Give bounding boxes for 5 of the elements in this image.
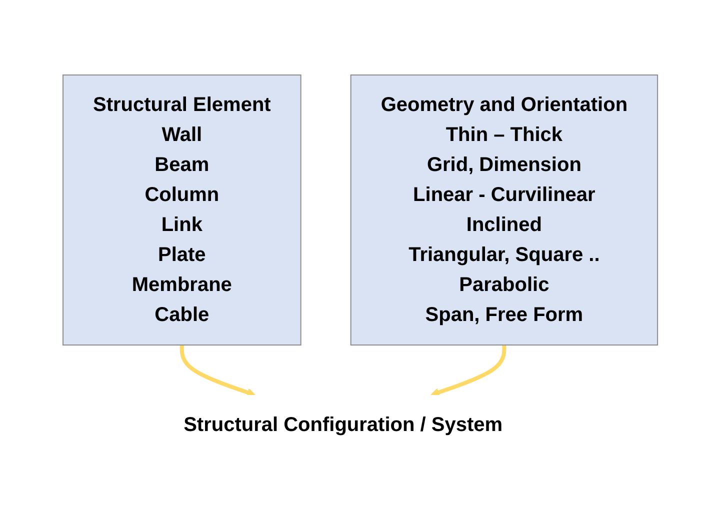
node-box: Geometry and Orientation Thin – Thick Grid, Dimension Linear - Curvilinear Inclined Triangular, Square .. Parabolic Span, Free Form (350, 74, 658, 346)
arrow (180, 345, 256, 397)
arrow (430, 345, 506, 397)
node-text: Structural Configuration / System (184, 414, 503, 436)
node-box: Structural Element Wall Beam Column Link Plate Membrane Cable (62, 74, 302, 346)
